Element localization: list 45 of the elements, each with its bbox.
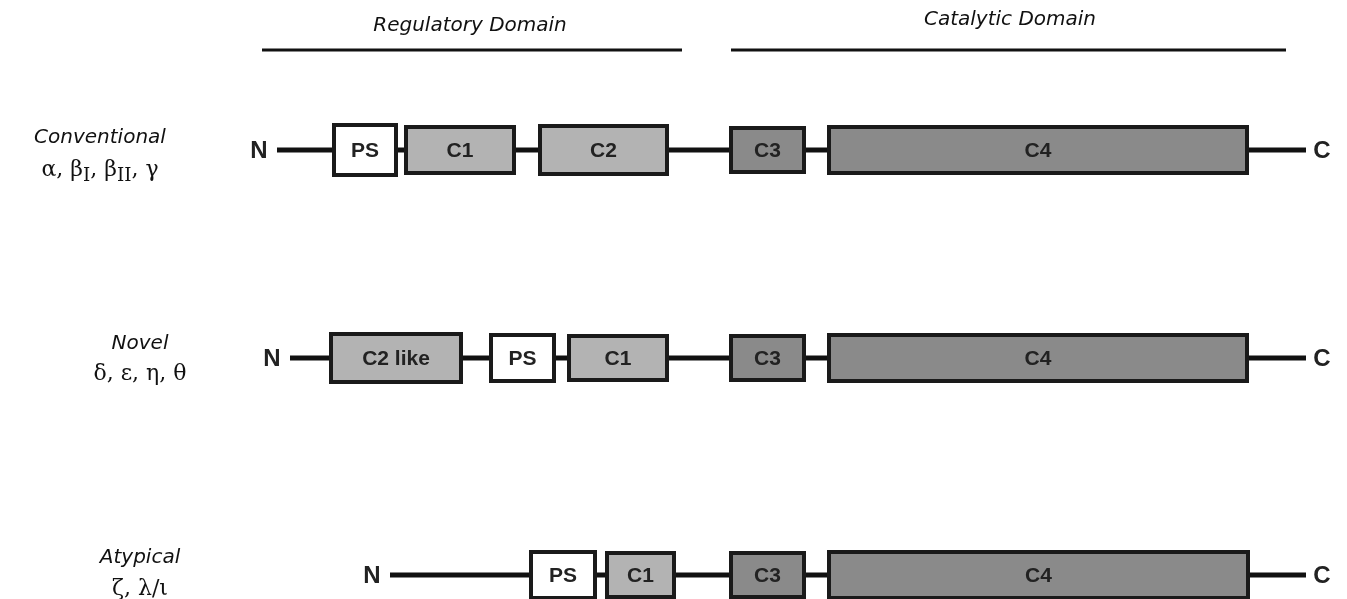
backbone-line: [597, 572, 605, 578]
backbone-line: [669, 147, 729, 153]
class-name: Atypical: [98, 544, 182, 568]
backbone-line: [1249, 355, 1306, 361]
backbone-line: [390, 572, 529, 578]
backbone-line: [806, 355, 827, 361]
backbone-line: [277, 147, 332, 153]
terminus-label: N: [245, 135, 273, 165]
backbone-line: [516, 147, 538, 153]
domain-heading: Regulatory Domain: [372, 12, 568, 36]
terminus-label: C: [1310, 343, 1334, 373]
isoform-list: ζ, λ/ι: [40, 575, 240, 599]
domain-box: C3: [729, 334, 806, 382]
domain-box: C2 like: [329, 332, 463, 384]
terminus-label: C: [1310, 560, 1334, 590]
domain-box: C1: [404, 125, 516, 175]
class-name: Novel: [110, 330, 170, 354]
backbone-line: [669, 355, 729, 361]
domain-box: PS: [529, 550, 597, 599]
backbone-line: [806, 147, 827, 153]
backbone-line: [463, 355, 489, 361]
domain-box: C4: [827, 125, 1249, 175]
terminus-label: C: [1310, 135, 1334, 165]
backbone-line: [290, 355, 329, 361]
backbone-line: [398, 147, 404, 153]
domain-box: C1: [605, 551, 676, 599]
domain-box: PS: [332, 123, 398, 177]
backbone-line: [676, 572, 729, 578]
backbone-line: [806, 572, 827, 578]
isoform-list: α, β$_{I}$, β$_{II}$, γ: [0, 156, 200, 186]
backbone-line: [1250, 572, 1306, 578]
domain-heading: Catalytic Domain: [922, 6, 1098, 30]
domain-box: C4: [827, 550, 1250, 599]
domain-box: C4: [827, 333, 1249, 383]
backbone-line: [1249, 147, 1306, 153]
class-name: Conventional: [33, 124, 167, 148]
backbone-line: [556, 355, 567, 361]
terminus-label: N: [358, 560, 386, 590]
domain-box: C2: [538, 124, 669, 176]
domain-box: PS: [489, 333, 556, 383]
terminus-label: N: [258, 343, 286, 373]
domain-box: C1: [567, 334, 669, 382]
domain-box: C3: [729, 126, 806, 174]
isoform-list: δ, ε, η, θ: [40, 360, 240, 385]
domain-box: C3: [729, 551, 806, 599]
